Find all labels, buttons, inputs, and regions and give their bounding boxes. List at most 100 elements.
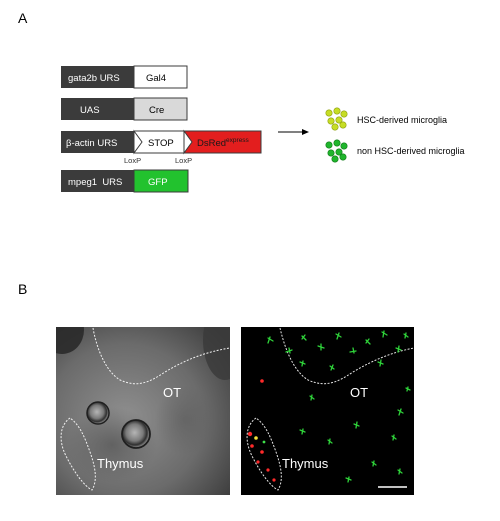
microglia-cell: [353, 421, 360, 429]
arrow-head: [302, 129, 309, 135]
thymus-outline: [60, 417, 96, 491]
dark-right-tissue: [203, 327, 230, 380]
microglia-cell: [301, 334, 307, 341]
microglia-cell: [299, 428, 306, 435]
construct-stop-label: STOP: [148, 138, 174, 149]
microglia-cell: [335, 332, 342, 340]
construct-uas-promoter-box: [61, 98, 134, 120]
hsc-dot: [340, 110, 348, 118]
loxp-triangle-2: [183, 129, 193, 155]
legend-hsc-label: HSC-derived microglia: [357, 115, 447, 125]
construct-mpeg1: mpeg1 URS GFP: [61, 169, 189, 193]
construct-gata2b: gata2b URS Gal4: [61, 65, 188, 89]
loxp-label-2: LoxP: [175, 156, 192, 165]
panel-a-letter: A: [18, 10, 28, 26]
construct-gata2b-gene-box: [133, 65, 188, 89]
legend-non-hsc-label: non HSC-derived microglia: [357, 146, 465, 156]
microglia-cell: [371, 460, 377, 467]
microglia-cell: [391, 434, 397, 441]
microglia-cell: [299, 360, 306, 367]
dark-corner: [56, 327, 84, 354]
microglia-cell: [317, 343, 325, 351]
microglia-cell: [381, 330, 388, 338]
microglia-cell: [309, 394, 315, 401]
loxp-triangle-1: [133, 129, 143, 155]
construct-beta-actin: β-actin URS STOP DsRedexpress LoxP LoxP: [61, 129, 262, 165]
microglia-cell: [395, 345, 402, 353]
microglia-cell: [365, 338, 371, 345]
green-microglia-cells: [267, 330, 411, 483]
red-cell: [272, 478, 276, 482]
hsc-derived-dot-cluster: [325, 107, 348, 131]
thymus-outline: [246, 417, 282, 491]
red-cell: [260, 450, 264, 454]
non-hsc-dot: [340, 142, 348, 150]
microglia-cell: [377, 359, 384, 367]
non-hsc-dot: [333, 139, 341, 147]
dsred-superscript: express: [226, 137, 250, 144]
hsc-dot: [339, 121, 347, 129]
non-hsc-dot: [327, 149, 335, 157]
hsc-derived-cells: [247, 379, 276, 482]
construct-uas-gene-box: [133, 97, 188, 121]
ot-outline: [279, 327, 415, 385]
microglia-cell: [327, 438, 333, 445]
tissue-shadow: [155, 385, 215, 455]
construct-uas-gene-label: Cre: [149, 105, 164, 116]
construct-beta-actin-promoter-label: β-actin URS: [66, 138, 117, 149]
microglia-cell: [345, 476, 352, 483]
green-cell: [262, 440, 266, 444]
non-hsc-dot: [335, 148, 343, 156]
red-cell: [247, 431, 253, 437]
hsc-dot: [331, 123, 339, 131]
construct-mpeg1-promoter-box: [61, 170, 134, 192]
otolith-2: [121, 419, 151, 449]
construct-gata2b-promoter-label: gata2b URS: [68, 73, 120, 84]
otolith-1: [86, 401, 110, 425]
left-thymus-label: Thymus: [97, 456, 144, 471]
fluorescence-image: OT Thymus: [241, 327, 415, 495]
construct-gata2b-gene-label: Gal4: [146, 73, 166, 84]
panel-b-letter: B: [18, 281, 27, 297]
hsc-dot: [333, 107, 341, 115]
loxp-label-1: LoxP: [124, 156, 141, 165]
construct-uas-promoter-label: UAS: [80, 105, 100, 116]
construct-gata2b-promoter-box: [61, 66, 134, 88]
hsc-dot: [325, 109, 333, 117]
non-hsc-dot-cluster: [325, 139, 348, 163]
construct-beta-actin-promoter-box: [61, 131, 134, 153]
hsc-dot: [327, 117, 335, 125]
microglia-cell: [397, 468, 403, 475]
result-arrow: [278, 129, 309, 135]
microglia-cell: [397, 408, 404, 416]
red-cell: [260, 379, 264, 383]
construct-dsred-label: DsRedexpress: [197, 137, 250, 149]
red-cell: [250, 444, 254, 448]
microglia-cell: [405, 386, 411, 392]
non-hsc-dot: [325, 141, 333, 149]
dsred-main-text: DsRed: [197, 138, 226, 149]
microglia-cell: [267, 336, 274, 344]
construct-uas: UAS Cre: [61, 97, 188, 121]
microglia-cell: [403, 332, 409, 339]
construct-gfp-box: [133, 169, 189, 193]
right-ot-label: OT: [350, 385, 368, 400]
legend-non-hsc-derived: non HSC-derived microglia: [325, 139, 465, 163]
yellow-cell: [254, 436, 258, 440]
red-cell: [256, 460, 260, 464]
right-thymus-label: Thymus: [282, 456, 329, 471]
left-ot-label: OT: [163, 385, 181, 400]
construct-gfp-label: GFP: [148, 177, 168, 188]
red-cell: [266, 468, 270, 472]
hsc-dot: [335, 116, 343, 124]
fluorescence-background: [241, 327, 414, 495]
construct-mpeg1-promoter-label: mpeg1 URS: [68, 177, 122, 188]
microglia-cell: [285, 347, 293, 354]
non-hsc-dot: [339, 153, 347, 161]
microglia-cell: [349, 347, 357, 354]
legend-hsc-derived: HSC-derived microglia: [325, 107, 447, 131]
ot-outline: [92, 327, 231, 385]
microglia-cell: [329, 364, 335, 371]
brightfield-image: OT Thymus: [56, 327, 231, 495]
